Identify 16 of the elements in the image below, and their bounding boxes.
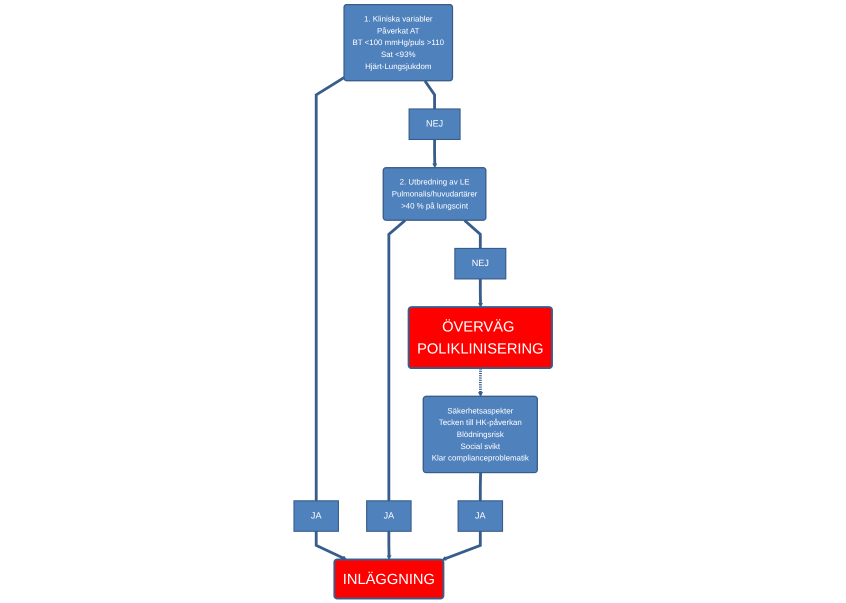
connector [478,472,482,501]
node-box: NEJ [454,248,506,280]
arrow [386,531,392,560]
connector [314,76,346,501]
arrow [478,368,483,397]
connector [464,219,482,248]
connector [387,219,406,501]
node-box: JA [293,500,339,532]
arrow [442,531,482,561]
arrow [478,278,483,308]
arrow [432,139,438,168]
arrow [314,531,348,560]
node-box: NEJ [408,108,461,140]
node-box: JA [458,500,504,532]
connector [424,80,436,109]
node-box: JA [366,500,412,532]
